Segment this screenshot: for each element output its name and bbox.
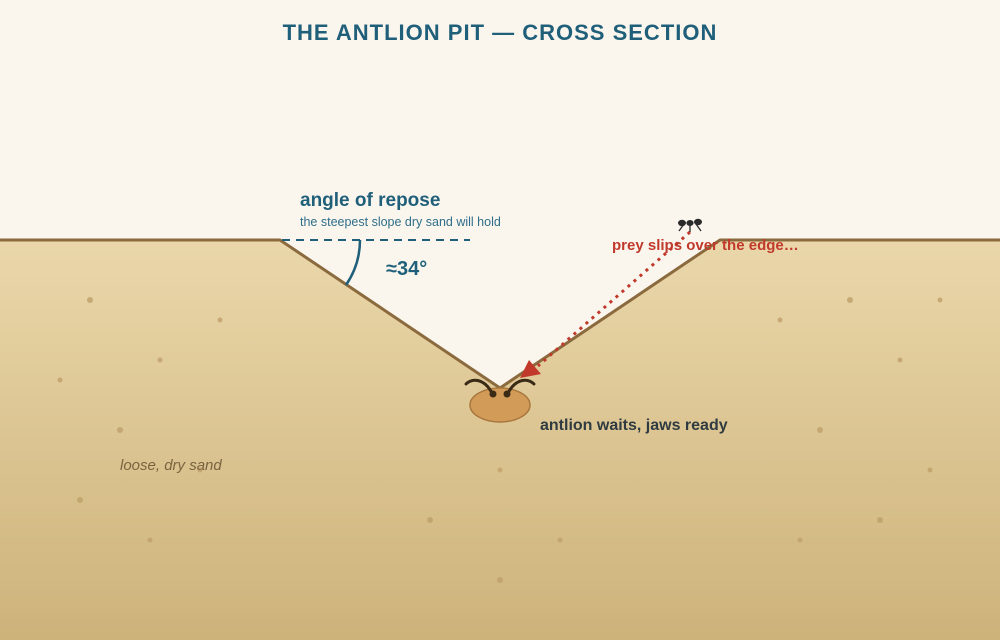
sand-body xyxy=(0,240,1000,640)
sand-grains xyxy=(57,297,943,583)
ant-icon xyxy=(678,218,702,232)
antlion-label: antlion waits, jaws ready xyxy=(540,417,728,434)
angle-description: the steepest slope dry sand will hold xyxy=(300,215,501,229)
antlion-icon xyxy=(464,378,536,423)
sand-label: loose, dry sand xyxy=(120,457,222,474)
diagram-title: THE ANTLION PIT — CROSS SECTION xyxy=(283,20,718,45)
prey-label: prey slips over the edge… xyxy=(612,237,799,254)
arrowhead-icon xyxy=(520,360,541,378)
angle-value: ≈34° xyxy=(386,258,427,280)
prey-slide-path xyxy=(537,230,691,368)
angle-heading: angle of repose xyxy=(300,190,440,211)
angle-arc xyxy=(344,239,362,286)
